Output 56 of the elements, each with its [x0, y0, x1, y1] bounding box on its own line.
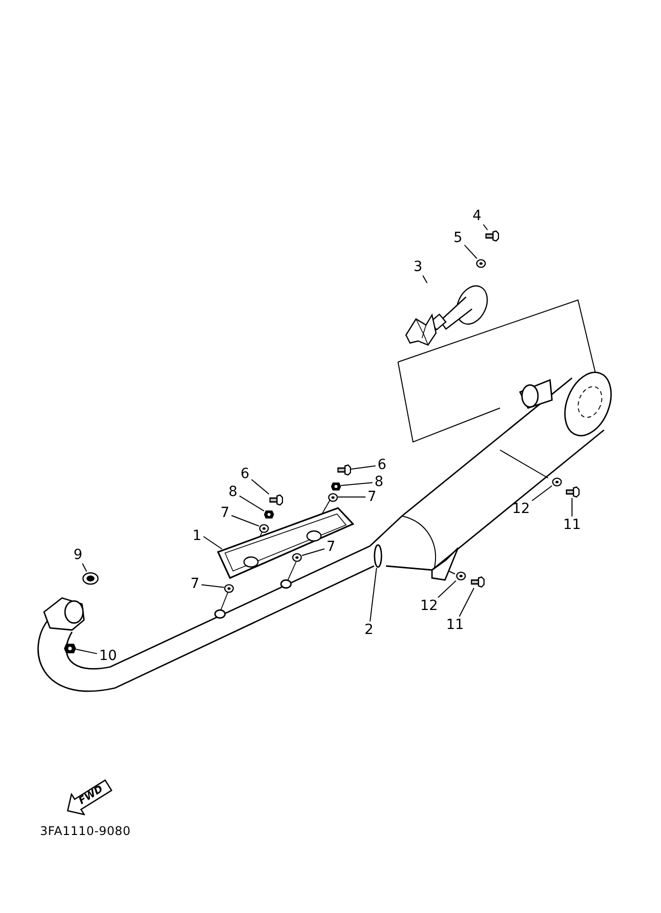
- leader-line: [458, 588, 474, 617]
- callout-number: 7: [366, 488, 378, 506]
- bolt-drawing: [470, 576, 484, 588]
- leader-line: [76, 648, 98, 654]
- leader-line: [239, 495, 264, 512]
- leader-line: [338, 496, 366, 498]
- bolt-drawing: [564, 486, 580, 498]
- nut-drawing: [331, 482, 341, 490]
- heat-shield-drawing: [216, 506, 354, 580]
- bolt-drawing: [337, 464, 351, 476]
- callout-number: 12: [510, 500, 532, 518]
- callout-number: 7: [324, 538, 338, 556]
- callout-number: 8: [372, 474, 386, 490]
- washer-drawing: [456, 571, 466, 581]
- callout-number: 5: [452, 230, 464, 246]
- callout-number: 7: [218, 504, 232, 522]
- bolt-drawing: [269, 494, 283, 506]
- leader-line: [302, 548, 325, 556]
- callout-number: 8: [226, 484, 240, 500]
- callout-number: 6: [238, 466, 252, 482]
- pipe-joint-drawing: [373, 544, 383, 568]
- callout-number: 1: [190, 528, 204, 544]
- leader-line: [422, 275, 428, 284]
- nut-drawing: [64, 642, 76, 654]
- callout-number: 12: [418, 598, 440, 614]
- leader-line: [438, 580, 456, 598]
- washer-drawing: [259, 524, 269, 532]
- leader-line: [340, 482, 373, 486]
- leader-line: [464, 244, 478, 259]
- callout-number: 4: [470, 208, 484, 224]
- bolt-drawing: [485, 230, 499, 242]
- callout-number: 7: [188, 576, 202, 592]
- part-number: 3FA1110-9080: [40, 823, 131, 840]
- washer-drawing: [328, 492, 338, 502]
- washer-drawing: [552, 477, 562, 487]
- nut-drawing: [264, 510, 274, 518]
- leader-line: [482, 224, 488, 230]
- callout-number: 11: [444, 616, 466, 634]
- washer-drawing: [476, 258, 486, 268]
- leader-line: [82, 563, 88, 572]
- washer-drawing: [292, 552, 302, 562]
- leader-line: [231, 515, 260, 527]
- leader-line: [203, 536, 222, 550]
- leader-line: [532, 485, 552, 502]
- gasket-drawing: [82, 572, 98, 584]
- callout-number: 11: [561, 516, 583, 534]
- washer-drawing: [224, 584, 234, 592]
- callout-number: 3: [412, 258, 424, 276]
- callout-number: 2: [362, 622, 376, 638]
- leader-line: [370, 568, 378, 622]
- leader-line: [201, 584, 224, 588]
- leader-line: [251, 478, 270, 495]
- callout-number: 6: [376, 456, 388, 474]
- callout-number: 9: [72, 546, 84, 564]
- leader-line: [350, 465, 376, 470]
- callout-number: 10: [97, 648, 119, 664]
